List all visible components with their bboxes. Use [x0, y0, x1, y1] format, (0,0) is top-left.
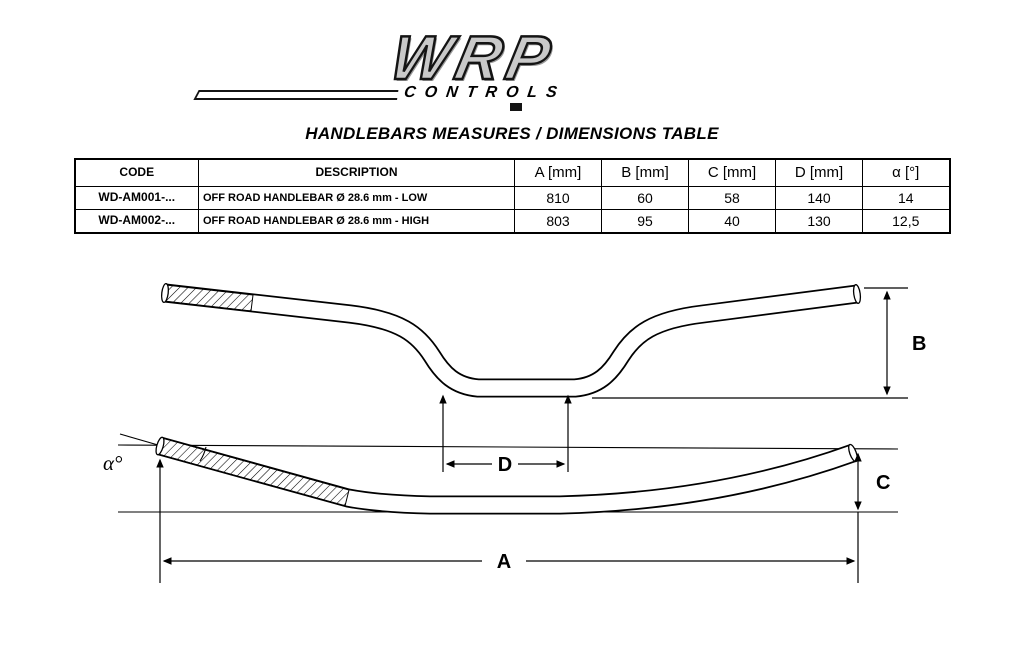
cell-alpha: 14: [862, 185, 950, 211]
grip-knurling-side: [157, 437, 350, 507]
handlebar-side-body: [157, 438, 856, 513]
brand-wordmark: WRP: [384, 23, 564, 95]
cell-a: 803: [514, 209, 602, 234]
label-c: C: [876, 472, 890, 494]
label-d: D: [498, 454, 512, 476]
col-header-a: A [mm]: [514, 158, 602, 187]
cell-c: 40: [688, 209, 776, 234]
cell-d: 140: [775, 185, 863, 211]
table-row: WD-AM001-... OFF ROAD HANDLEBAR Ø 28.6 m…: [74, 185, 950, 211]
col-header-d: D [mm]: [775, 158, 863, 187]
handlebar-front-body: [164, 285, 858, 396]
cell-alpha: 12,5: [862, 209, 950, 234]
dimension-c: C: [854, 452, 890, 511]
cell-b: 95: [601, 209, 689, 234]
dimensions-table: CODE DESCRIPTION A [mm] B [mm] C [mm] D …: [73, 158, 951, 235]
cell-code: WD-AM001-...: [74, 185, 199, 211]
table-header-row: CODE DESCRIPTION A [mm] B [mm] C [mm] D …: [74, 158, 950, 187]
dimension-b: B: [592, 287, 926, 399]
cell-d: 130: [775, 209, 863, 234]
handlebar-front-view: [160, 283, 862, 398]
upper-reference-line: [117, 444, 899, 450]
grip-axis-extension: [119, 433, 159, 446]
col-header-c: C [mm]: [688, 158, 776, 187]
logo-square-mark: [510, 103, 522, 111]
table-row: WD-AM002-... OFF ROAD HANDLEBAR Ø 28.6 m…: [74, 209, 950, 234]
cell-description: OFF ROAD HANDLEBAR Ø 28.6 mm - LOW: [198, 185, 515, 211]
handlebar-technical-drawing: B D α° C: [103, 283, 926, 584]
brand-logo: WRP CONTROLS: [0, 0, 1024, 116]
cell-b: 60: [601, 185, 689, 211]
dimension-d: D: [439, 394, 572, 476]
cell-a: 810: [514, 185, 602, 211]
col-header-alpha: α [°]: [862, 158, 950, 187]
col-header-description: DESCRIPTION: [198, 158, 515, 187]
label-alpha: α°: [103, 451, 123, 475]
col-header-b: B [mm]: [601, 158, 689, 187]
cell-description: OFF ROAD HANDLEBAR Ø 28.6 mm - HIGH: [198, 209, 515, 234]
bar-end-cap: [155, 436, 165, 456]
page-title: HANDLEBARS MEASURES / DIMENSIONS TABLE: [305, 124, 719, 143]
bar-end-cap: [852, 284, 862, 305]
bar-end-cap: [160, 283, 170, 304]
label-a: A: [497, 551, 511, 573]
cell-c: 58: [688, 185, 776, 211]
dimension-a: A: [156, 458, 859, 584]
col-header-code: CODE: [74, 158, 199, 187]
angle-arc: [199, 447, 207, 462]
handlebar-side-view: [117, 433, 899, 515]
brand-subtitle: CONTROLS: [396, 84, 574, 102]
dimension-alpha: α°: [103, 451, 123, 475]
cell-code: WD-AM002-...: [74, 209, 199, 234]
label-b: B: [912, 333, 926, 355]
